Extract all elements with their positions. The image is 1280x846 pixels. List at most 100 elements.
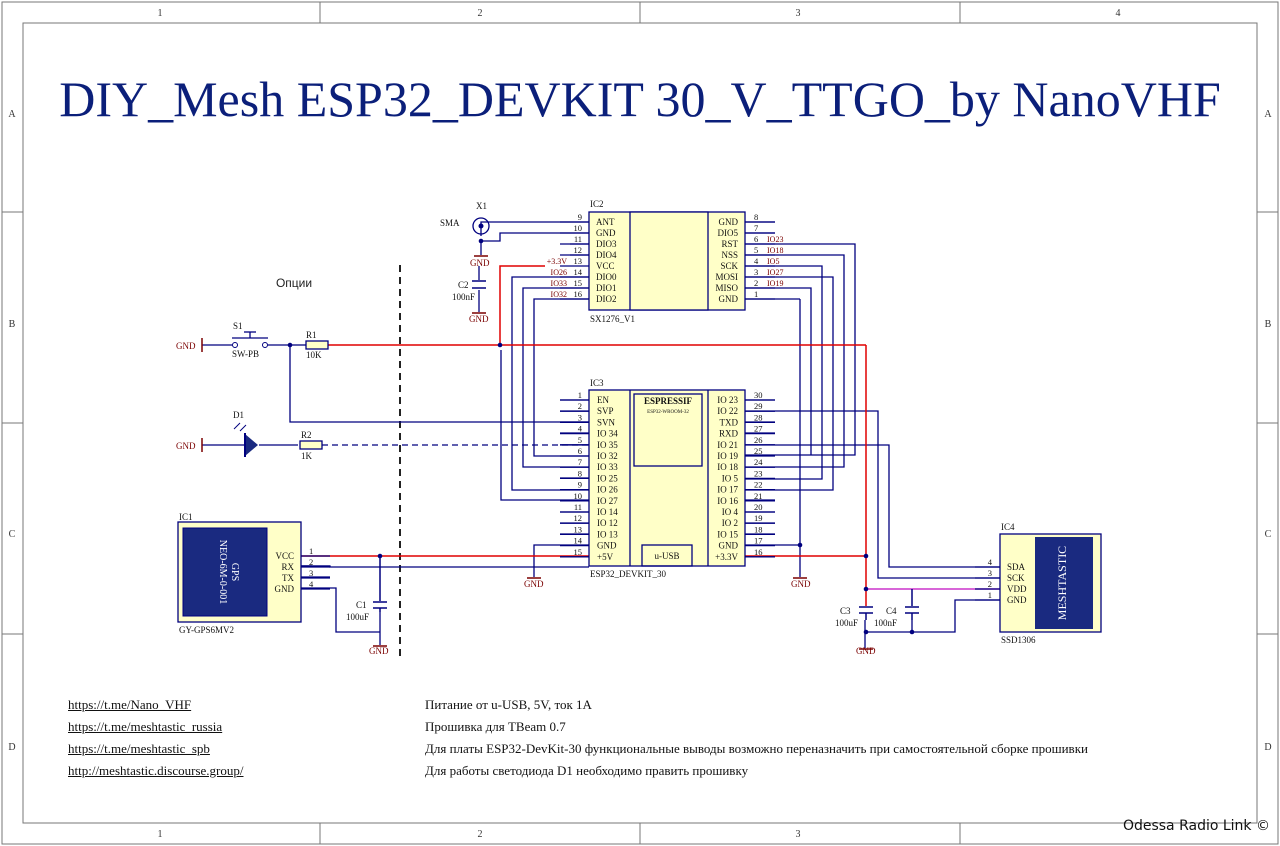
r1-ref: R1 — [306, 330, 317, 340]
c4-value: 100nF — [874, 618, 897, 628]
pin-name: IO 21 — [717, 440, 738, 450]
pin-number: 4 — [578, 424, 583, 434]
pin-number: 17 — [754, 536, 763, 546]
pin-number: 3 — [309, 568, 313, 578]
pin-name: DIO5 — [718, 228, 739, 238]
row-label: B — [1265, 319, 1272, 330]
pin-name: GND — [275, 584, 295, 594]
pin-name: IO 19 — [717, 451, 738, 461]
link-item[interactable]: https://t.me/meshtastic_russia — [68, 719, 223, 734]
capacitor-c4: C4 100nF — [874, 589, 919, 628]
pin-name: IO 35 — [597, 440, 618, 450]
link-item[interactable]: https://t.me/Nano_VHF — [68, 697, 192, 712]
ic3-module: ESP32-WROOM-32 — [647, 410, 689, 415]
link-list: https://t.me/Nano_VHF https://t.me/mesht… — [68, 694, 243, 782]
pin-number: 8 — [578, 468, 582, 478]
c1-ref: C1 — [356, 600, 367, 610]
x1-name: SMA — [440, 218, 460, 228]
net-label: IO18 — [767, 246, 783, 255]
net-label: IO26 — [551, 268, 567, 277]
gnd-label: GND — [469, 314, 489, 324]
capacitor-c3: C3 100uF — [835, 606, 873, 628]
pin-name: EN — [597, 395, 609, 405]
pin-number: 2 — [988, 579, 992, 589]
credit-text: Odessa Radio Link © — [1122, 818, 1270, 834]
pin-name: VDD — [1007, 584, 1027, 594]
net-label: IO33 — [551, 279, 567, 288]
pin-name: IO 25 — [597, 473, 618, 483]
gnd-label: GND — [470, 258, 490, 268]
pin-number: 24 — [754, 457, 763, 467]
link-item[interactable]: http://meshtastic.discourse.group/ — [68, 763, 244, 778]
pin-number: 5 — [578, 435, 582, 445]
gnd-label: GND — [369, 646, 389, 656]
pin-name: RXD — [719, 429, 739, 439]
ic4-name: SSD1306 — [1001, 635, 1036, 645]
pin-number: 16 — [574, 289, 583, 299]
pin-number: 29 — [754, 401, 763, 411]
ic2-ref: IC2 — [590, 199, 604, 209]
gnd-label: GND — [524, 579, 544, 589]
pin-name: IO 17 — [717, 485, 738, 495]
pin-number: 3 — [988, 568, 992, 578]
s1-ref: S1 — [233, 321, 243, 331]
pin-name: GND — [719, 541, 739, 551]
c2-ref: C2 — [458, 280, 469, 290]
resistor-r1: R1 10K — [290, 330, 329, 360]
pin-number: 11 — [574, 502, 582, 512]
col-label: 1 — [158, 8, 163, 19]
pin-number: 7 — [578, 457, 582, 467]
pin-number: 13 — [574, 524, 583, 534]
pin-number: 26 — [754, 435, 763, 445]
net-label: IO32 — [551, 290, 567, 299]
note-item: Питание от u-USB, 5V, ток 1A — [425, 697, 592, 712]
ic4-brand: MESHTASTIC — [1055, 546, 1069, 620]
pin-name: IO 27 — [597, 496, 618, 506]
net-label: IO27 — [767, 268, 783, 277]
pin-number: 23 — [754, 468, 763, 478]
power-wires — [301, 265, 867, 606]
pin-name: IO 34 — [597, 429, 618, 439]
row-label: A — [8, 109, 16, 120]
pin-number: 10 — [574, 491, 583, 501]
pin-number: 15 — [574, 278, 583, 288]
gnd-label: GND — [856, 646, 876, 656]
pin-number: 3 — [578, 412, 582, 422]
pin-name: IO 32 — [597, 451, 618, 461]
pin-name: DIO1 — [596, 283, 617, 293]
col-label: 1 — [158, 829, 163, 840]
ic2-name: SX1276_V1 — [590, 314, 635, 324]
x1-ref: X1 — [476, 201, 487, 211]
gnd-label: GND — [176, 441, 196, 451]
ic3-ref: IC3 — [590, 378, 604, 388]
pin-name: IO 4 — [722, 507, 739, 517]
schematic-title: DIY_Mesh ESP32_DEVKIT 30_V_TTGO_by NanoV… — [59, 71, 1221, 127]
led-d1: D1 — [233, 410, 258, 457]
pin-name: IO 13 — [597, 529, 618, 539]
link-item[interactable]: https://t.me/meshtastic_spb — [68, 741, 210, 756]
pin-number: 9 — [578, 480, 582, 490]
pin-number: 9 — [578, 212, 582, 222]
net-label: IO5 — [767, 257, 779, 266]
pin-number: 11 — [574, 234, 582, 244]
row-label: B — [9, 319, 16, 330]
c3-value: 100uF — [835, 618, 858, 628]
pin-name: IO 16 — [717, 496, 738, 506]
r2-ref: R2 — [301, 430, 312, 440]
capacitor-c2: C2 100nF — [452, 280, 486, 302]
net-label: IO23 — [767, 235, 783, 244]
pin-name: IO 23 — [717, 395, 738, 405]
pin-name: DIO4 — [596, 250, 617, 260]
pin-name: VCC — [596, 261, 615, 271]
pin-number: 1 — [578, 390, 582, 400]
pin-number: 2 — [578, 401, 582, 411]
switch-s1: S1 SW-PB — [232, 321, 290, 359]
notes-list: Питание от u-USB, 5V, ток 1A Прошивка дл… — [425, 694, 1088, 782]
